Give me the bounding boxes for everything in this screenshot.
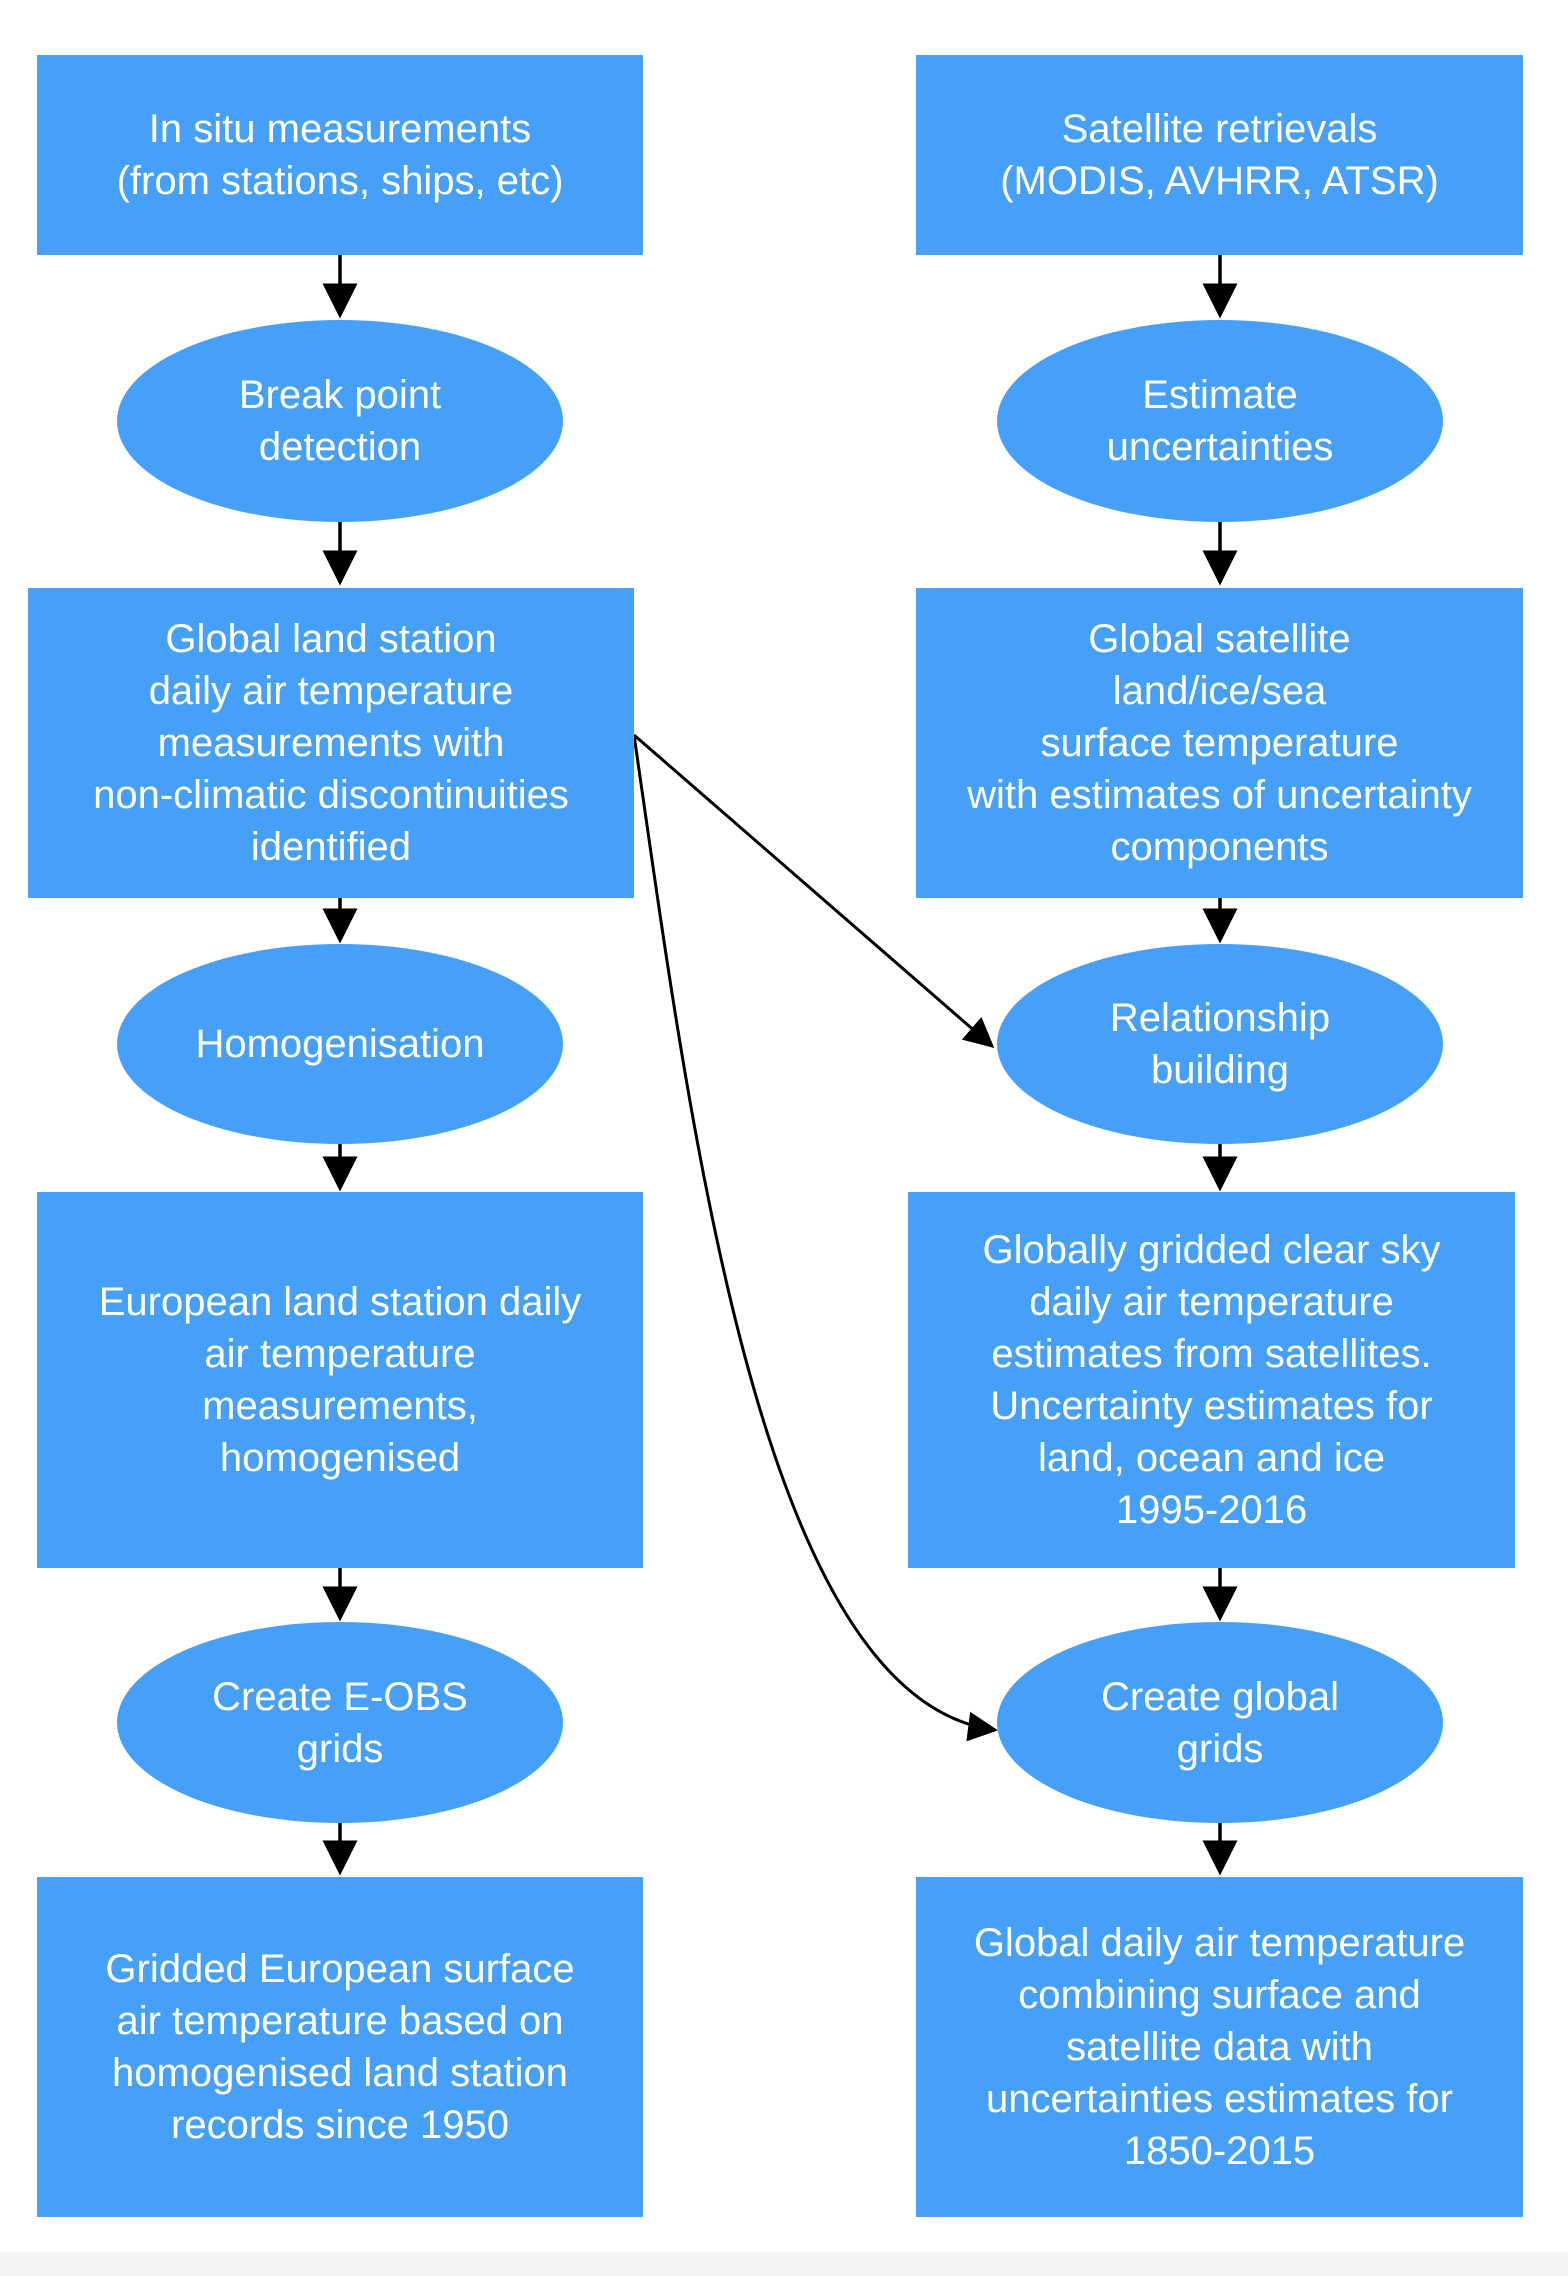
bottom-margin <box>0 2252 1568 2276</box>
create-eobs-grids-ellipse: Create E-OBS grids <box>117 1622 563 1823</box>
global-daily-air-temperature-box: Global daily air temperature combining s… <box>916 1877 1523 2217</box>
arrow-globalland-to-createglobal <box>632 734 998 1742</box>
create-global-grids-ellipse: Create global grids <box>997 1622 1443 1823</box>
break-point-detection-ellipse: Break point detection <box>117 320 563 522</box>
relationship-building-ellipse: Relationship building <box>997 944 1443 1144</box>
in-situ-measurements-box: In situ measurements (from stations, shi… <box>37 55 643 255</box>
satellite-retrievals-box: Satellite retrievals (MODIS, AVHRR, ATSR… <box>916 55 1523 255</box>
global-satellite-box: Global satellite land/ice/sea surface te… <box>916 588 1523 898</box>
estimate-uncertainties-ellipse: Estimate uncertainties <box>997 320 1443 522</box>
homogenisation-ellipse: Homogenisation <box>117 944 563 1144</box>
global-land-station-box: Global land station daily air temperatur… <box>28 588 634 898</box>
gridded-european-box: Gridded European surface air temperature… <box>37 1877 643 2217</box>
arrow-globalland-to-relationship <box>633 733 995 1048</box>
globally-gridded-box: Globally gridded clear sky daily air tem… <box>908 1192 1515 1568</box>
european-land-station-box: European land station daily air temperat… <box>37 1192 643 1568</box>
